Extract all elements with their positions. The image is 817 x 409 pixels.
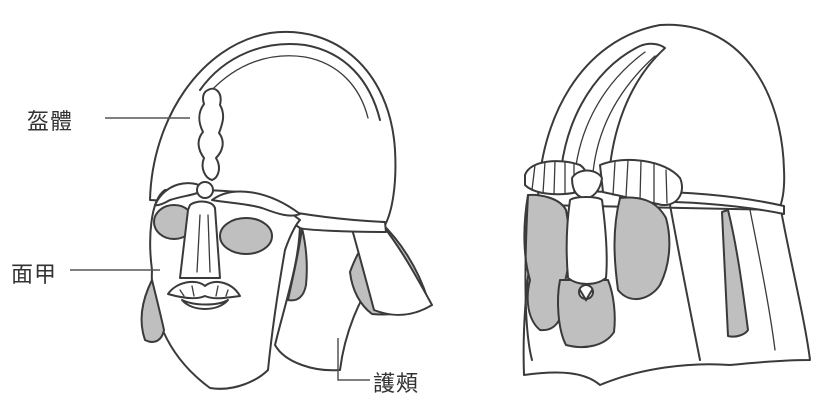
- helmet-crest-line: [199, 43, 381, 121]
- leader-cheek-guard: [337, 338, 370, 381]
- label-helmet-body: 盔體: [27, 110, 74, 135]
- rear-crest-ornament: [571, 169, 603, 199]
- cheek-inner-shadow: [287, 227, 308, 302]
- mustache: [167, 280, 241, 300]
- right-cheek-cavity: [613, 196, 671, 300]
- rear-nasal-plate: [565, 196, 608, 285]
- right-eye-hole: [219, 217, 273, 255]
- forehead-crest: [197, 87, 225, 181]
- right-cheek-guard: [349, 221, 433, 316]
- mouth: [181, 299, 229, 310]
- crest-knot: [196, 181, 214, 199]
- rear-crest-band: [559, 42, 666, 193]
- label-cheek-guard: 護頰: [373, 372, 420, 397]
- right-eyebrow: [211, 190, 301, 217]
- center-mouth-cavity: [557, 279, 616, 349]
- mask-side-shadow: [140, 279, 165, 343]
- left-eyebrow: [154, 182, 206, 207]
- label-face-mask: 面甲: [11, 263, 58, 288]
- helmet-crest-line-inner: [209, 55, 369, 119]
- front-view-helmet: [70, 30, 433, 390]
- rear-view-helmet: [522, 23, 811, 386]
- neck-guard-shadow: [721, 209, 749, 338]
- rear-keyhole: [579, 289, 593, 302]
